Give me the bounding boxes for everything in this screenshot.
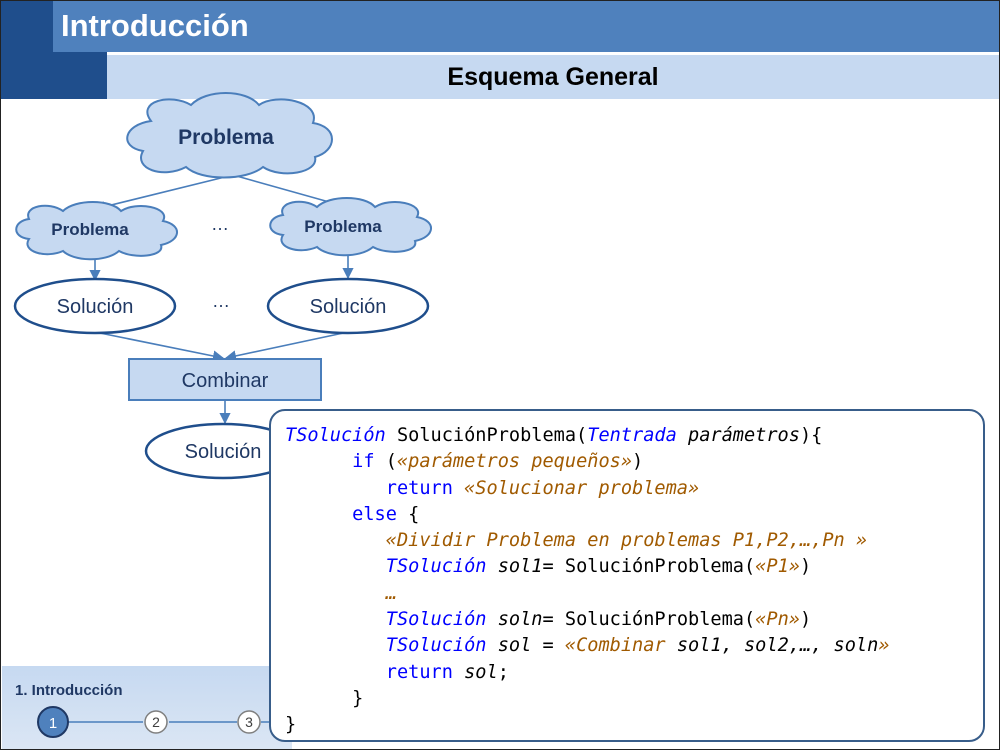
code-line-2: if («parámetros pequeños») — [285, 449, 983, 475]
progress-step-3[interactable]: 3 — [237, 710, 261, 734]
code-placeholder: «Dividir Problema en problemas P1,P2,…,P… — [385, 530, 868, 552]
code-type: TSolución — [285, 425, 386, 446]
code-keyword: if — [352, 451, 375, 473]
code-var: sol — [486, 635, 532, 657]
code-placeholder: «Solucionar problema» — [452, 477, 700, 499]
code-var: soln — [486, 609, 543, 631]
code-line-7: … — [285, 581, 983, 607]
code-text: ) — [799, 609, 812, 631]
combine-box: Combinar — [128, 358, 322, 401]
slide-title: Introducción — [61, 8, 249, 43]
sub-problem-cloud-left: Problema — [15, 201, 178, 261]
code-type: TSolución — [385, 635, 487, 657]
code-text: ; — [497, 661, 509, 683]
solution-label-right: Solución — [310, 296, 387, 318]
slide-subtitle: Esquema General — [447, 63, 659, 91]
progress-step-2-label: 2 — [152, 714, 160, 730]
progress-step-1[interactable]: 1 — [37, 706, 69, 738]
ellipsis-mid: … — [212, 291, 230, 311]
root-problem-label: Problema — [178, 126, 274, 149]
root-problem-cloud: Problema — [126, 92, 333, 179]
progress-step-2[interactable]: 2 — [144, 710, 168, 734]
code-param-type: Tentrada — [587, 425, 677, 446]
code-keyword: else — [352, 503, 397, 525]
solution-label-left: Solución — [57, 296, 134, 318]
pseudocode-box: TSolución SoluciónProblema(Tentrada pará… — [269, 409, 985, 742]
code-text: } — [352, 687, 364, 709]
solution-ellipse-right: Solución — [266, 277, 430, 335]
code-line-12: } — [285, 712, 983, 738]
code-text: = SoluciónProblema( — [542, 556, 756, 578]
code-keyword: return — [385, 477, 453, 499]
progress-step-1-label: 1 — [49, 715, 57, 732]
code-type: TSolución — [385, 556, 487, 578]
title-bar — [53, 1, 999, 52]
code-text: = SoluciónProblema( — [542, 609, 756, 631]
sub-problem-label-right: Problema — [304, 217, 382, 236]
code-text: { — [396, 503, 420, 525]
code-line-9: TSolución sol = «Combinar sol1, sol2,…, … — [285, 633, 983, 659]
sub-problem-label-left: Problema — [51, 220, 129, 239]
code-text: ){ — [799, 425, 823, 446]
code-line-3: return «Solucionar problema» — [285, 476, 983, 502]
code-placeholder: «P1» — [755, 556, 800, 578]
code-text: ) — [632, 451, 644, 473]
code-line-4: else { — [285, 502, 983, 528]
code-var: sol — [452, 661, 498, 683]
code-placeholder: «Combinar — [564, 635, 666, 657]
ellipsis-top: … — [211, 214, 229, 234]
code-line-5: «Dividir Problema en problemas P1,P2,…,P… — [285, 528, 983, 554]
code-text: } — [285, 714, 297, 736]
code-type: TSolución — [385, 609, 487, 631]
sub-problem-cloud-right: Problema — [269, 197, 432, 257]
code-line-11: } — [285, 686, 983, 712]
code-var: sol1 — [486, 556, 543, 578]
code-ellipsis: … — [385, 582, 397, 604]
code-text: ) — [799, 556, 812, 578]
code-placeholder: » — [878, 635, 890, 657]
code-line-6: TSolución sol1= SoluciónProblema(«P1») — [285, 554, 983, 580]
progress-step-3-label: 3 — [245, 714, 253, 730]
code-func-name: SoluciónProblema( — [385, 425, 588, 446]
code-placeholder: «Pn» — [755, 609, 800, 631]
code-placeholder: «parámetros pequeños» — [396, 451, 633, 473]
solution-ellipse-left: Solución — [13, 277, 177, 335]
final-solution-label: Solución — [185, 441, 262, 463]
code-text: = — [531, 635, 565, 657]
combine-label: Combinar — [182, 370, 269, 392]
code-line-8: TSolución soln= SoluciónProblema(«Pn») — [285, 607, 983, 633]
code-text: ( — [374, 451, 397, 473]
code-line-1: TSolución SoluciónProblema(Tentrada pará… — [285, 423, 983, 449]
code-line-10: return sol; — [285, 660, 983, 686]
code-var: sol1, sol2,…, soln — [665, 635, 879, 657]
subtitle-bar — [107, 55, 999, 99]
footer-section-label: 1. Introducción — [15, 682, 123, 699]
progress-steps: 1 2 3 — [37, 706, 276, 738]
code-keyword: return — [385, 661, 453, 683]
code-param-name: parámetros — [676, 425, 800, 446]
